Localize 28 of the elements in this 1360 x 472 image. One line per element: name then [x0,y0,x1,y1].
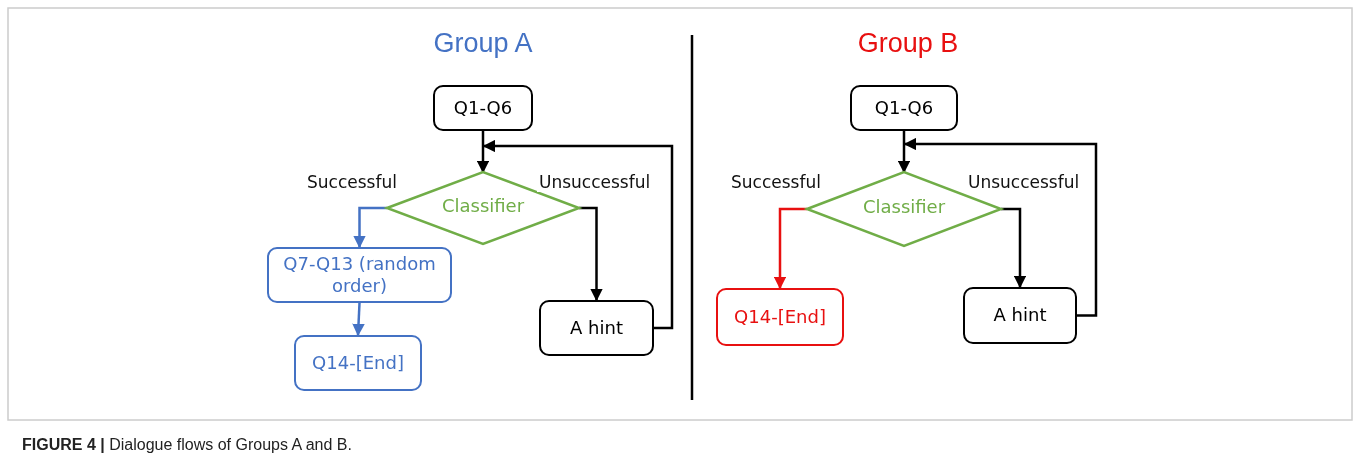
node-text: A hint [993,304,1047,327]
process-box [539,300,654,356]
arrow [897,131,911,174]
node-text: Q14-[End] [734,305,826,329]
node-text: A hint [570,316,623,340]
figure-caption: FIGURE 4 | Dialogue flows of Groups A and B. [22,436,352,454]
group-heading: Group B [857,28,959,59]
arrow [476,131,490,174]
arrow [579,206,603,302]
node-text: Classifier [862,195,946,219]
node-text: Q14-[End] [312,351,404,375]
process-box [716,288,844,346]
arrow [1001,207,1027,289]
node-text: Q1-Q6 [874,96,934,120]
group-heading: Group A [433,28,533,59]
node-text: Q1-Q6 [453,96,513,120]
process-box [267,247,452,303]
node-text: Q7-Q13 (random order) [282,252,437,298]
process-box [294,335,422,391]
arrow [352,302,365,337]
process-box [433,85,533,131]
process-box [850,85,958,131]
arrow [773,207,807,290]
arrow [482,139,674,330]
arrow [903,137,1098,317]
arrow [353,206,387,249]
process-box [963,287,1077,344]
node-text: Classifier [441,194,525,218]
